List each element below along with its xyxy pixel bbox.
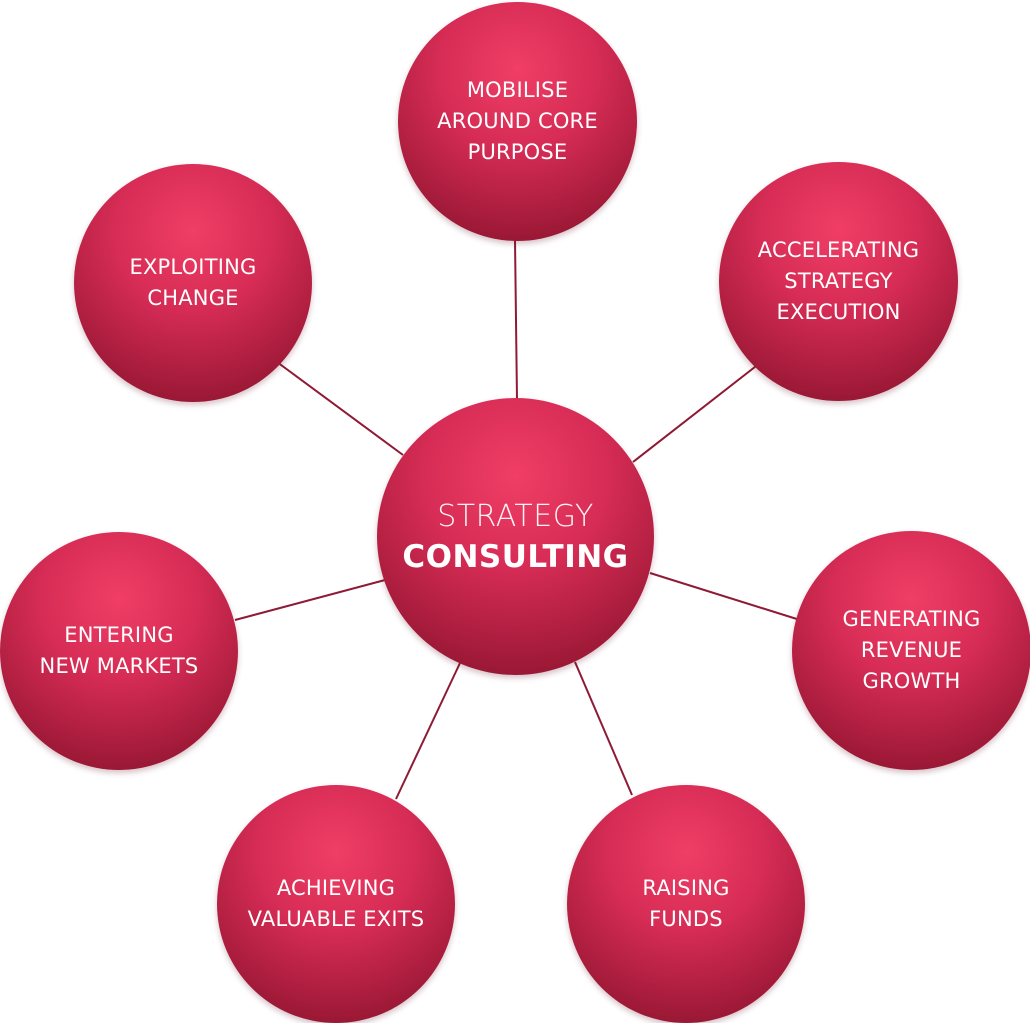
- node-accelerating-strategy-execution: ACCELERATING STRATEGY EXECUTION: [719, 162, 958, 401]
- node-label-line: GENERATING: [842, 607, 981, 631]
- node-label-line: STRATEGY: [784, 269, 893, 293]
- node-label-line: FUNDS: [649, 907, 723, 931]
- node-label-line: PURPOSE: [467, 140, 568, 164]
- node-label-line: EXECUTION: [776, 300, 901, 324]
- node-label-line: REVENUE: [860, 638, 963, 662]
- node-label-line: MOBILISE: [466, 78, 569, 102]
- connector-left: [234, 579, 386, 621]
- node-raising-funds: RAISING FUNDS: [567, 785, 805, 1023]
- connector-top-right: [632, 362, 761, 463]
- node-label-line: NEW MARKETS: [39, 654, 199, 678]
- node-entering-new-markets: ENTERING NEW MARKETS: [0, 532, 238, 770]
- connector-right: [649, 572, 801, 621]
- node-generating-revenue-growth: GENERATING REVENUE GROWTH: [792, 531, 1030, 770]
- node-achieving-valuable-exits: ACHIEVING VALUABLE EXITS: [217, 785, 455, 1023]
- connector-bottom-right: [574, 661, 633, 796]
- center-title-line1: STRATEGY: [437, 498, 594, 534]
- node-label-line: AROUND CORE: [437, 109, 598, 133]
- node-label-line: EXPLOITING: [129, 255, 257, 279]
- node-label-line: ENTERING: [64, 623, 174, 647]
- node-label-line: ACHIEVING: [276, 876, 396, 900]
- center-node-strategy-consulting: STRATEGY CONSULTING: [377, 398, 654, 675]
- node-mobilise-around-core-purpose: MOBILISE AROUND CORE PURPOSE: [398, 2, 637, 241]
- node-exploiting-change: EXPLOITING CHANGE: [74, 164, 312, 402]
- node-label-line: ACCELERATING: [757, 238, 920, 262]
- connector-bottom-left: [395, 662, 461, 800]
- center-title-line2: CONSULTING: [402, 538, 629, 575]
- connector-top-left: [276, 361, 404, 456]
- node-label-line: GROWTH: [862, 669, 961, 693]
- connector-top: [514, 239, 518, 401]
- node-label-line: RAISING: [642, 876, 730, 900]
- node-label-line: CHANGE: [147, 286, 239, 310]
- node-label-line: VALUABLE EXITS: [247, 907, 425, 931]
